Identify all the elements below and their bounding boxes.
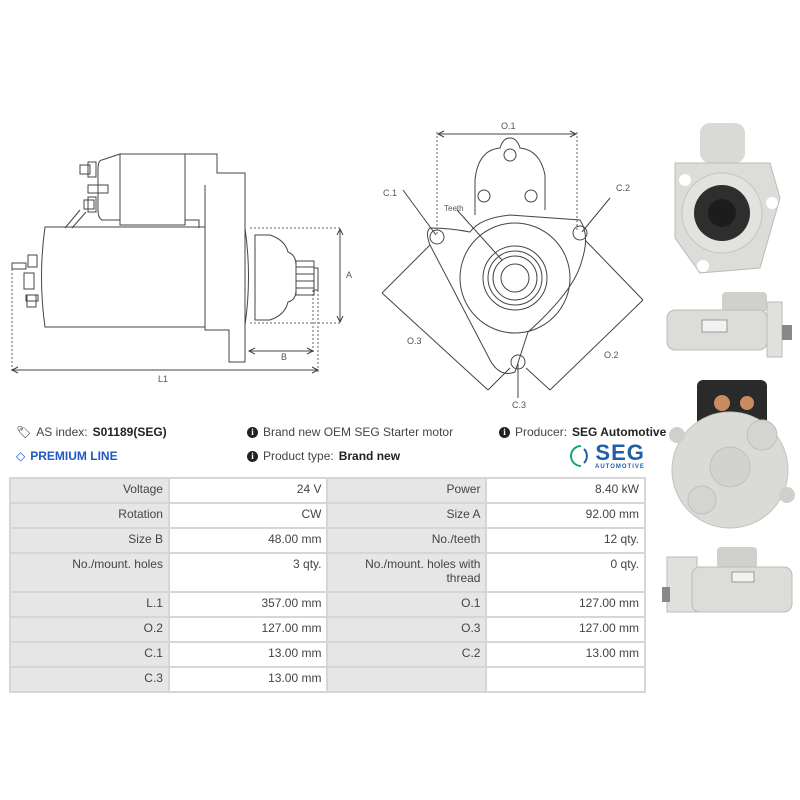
spec-value: 13.00 mm <box>167 666 329 693</box>
spec-key: Voltage <box>9 477 170 504</box>
dimension-label-teeth: Teeth <box>444 204 464 213</box>
spec-value: 0 qty. <box>485 552 646 593</box>
spec-key: C.2 <box>326 641 488 668</box>
front-view-drawing <box>381 130 644 398</box>
dimension-label-c3: C.3 <box>512 400 527 410</box>
producer-label: Producer: <box>515 425 568 439</box>
premium-line-label: PREMIUM LINE <box>30 449 118 463</box>
product-photo-side-1[interactable] <box>662 290 797 360</box>
specifications-table: Voltage 24 V Power 8.40 kW Rotation CW S… <box>9 477 646 693</box>
side-view-drawing <box>10 153 344 374</box>
logo-text-automotive: AUTOMOTIVE <box>595 464 645 470</box>
spec-key: No./mount. holes <box>9 552 170 593</box>
spec-value: 127.00 mm <box>485 591 646 618</box>
spec-value: 357.00 mm <box>167 591 329 618</box>
dimension-label-l1: L1 <box>158 374 169 384</box>
spec-value <box>485 666 646 693</box>
dimension-label-o3: O.3 <box>407 336 422 346</box>
spec-value: 3 qty. <box>167 552 329 593</box>
dimension-label-o2: O.2 <box>604 350 619 360</box>
dimension-label-c1: C.1 <box>383 188 398 198</box>
product-type-label: Product type: <box>263 449 334 463</box>
spec-value: 13.00 mm <box>485 641 646 668</box>
table-row: Size B 48.00 mm No./teeth 12 qty. <box>9 527 646 554</box>
product-photo-side-2[interactable] <box>662 542 797 620</box>
spec-key: C.3 <box>9 666 170 693</box>
as-index-value: S01189(SEG) <box>92 425 167 439</box>
spec-key: Size B <box>9 527 170 554</box>
info-icon: i <box>247 450 258 462</box>
spec-value: 12 qty. <box>485 527 646 554</box>
product-photo-front[interactable] <box>660 118 790 278</box>
spec-value: 8.40 kW <box>485 477 646 504</box>
premium-line-badge: ◇ PREMIUM LINE <box>16 449 118 463</box>
info-icon: i <box>499 426 510 438</box>
spec-key <box>326 666 488 693</box>
table-row: C.1 13.00 mm C.2 13.00 mm <box>9 641 646 668</box>
producer: i Producer: SEG Automotive <box>499 425 666 439</box>
product-description: i Brand new OEM SEG Starter motor <box>247 425 453 439</box>
spec-value: CW <box>167 502 329 529</box>
spec-key: O.2 <box>9 616 170 643</box>
spec-value: 48.00 mm <box>167 527 329 554</box>
spec-key: L.1 <box>9 591 170 618</box>
product-photo-rear[interactable] <box>662 375 797 535</box>
as-index-label: AS index: <box>36 425 88 439</box>
producer-value: SEG Automotive <box>572 425 667 439</box>
product-type-value: Brand new <box>338 449 401 463</box>
spec-value: 92.00 mm <box>485 502 646 529</box>
spec-key: Rotation <box>9 502 170 529</box>
dimension-label-a: A <box>346 270 353 280</box>
spec-value: 24 V <box>167 477 329 504</box>
spec-key: Size A <box>326 502 488 529</box>
table-row: C.3 13.00 mm <box>9 666 646 693</box>
spec-key: O.1 <box>326 591 488 618</box>
spec-key: C.1 <box>9 641 170 668</box>
spec-key: No./mount. holes with thread <box>326 552 488 593</box>
table-row: O.2 127.00 mm O.3 127.00 mm <box>9 616 646 643</box>
spec-key: No./teeth <box>326 527 488 554</box>
seg-ring-icon <box>570 445 588 467</box>
table-row: No./mount. holes 3 qty. No./mount. holes… <box>9 552 646 593</box>
table-row: L.1 357.00 mm O.1 127.00 mm <box>9 591 646 618</box>
diamond-icon: ◇ <box>16 449 26 463</box>
tag-icon: 🏷︎ <box>16 425 32 439</box>
spec-value: 127.00 mm <box>485 616 646 643</box>
info-icon: i <box>247 426 258 438</box>
logo-text-seg: SEG <box>595 440 645 465</box>
spec-key: O.3 <box>326 616 488 643</box>
dimension-label-c2: C.2 <box>616 183 631 193</box>
dimension-label-o1: O.1 <box>501 121 516 131</box>
spec-value: 127.00 mm <box>167 616 329 643</box>
spec-value: 13.00 mm <box>167 641 329 668</box>
as-index: 🏷︎ AS index: S01189(SEG) <box>16 425 167 439</box>
table-row: Voltage 24 V Power 8.40 kW <box>9 477 646 504</box>
table-row: Rotation CW Size A 92.00 mm <box>9 502 646 529</box>
seg-automotive-logo: SEG AUTOMOTIVE <box>565 442 645 470</box>
dimension-label-b: B <box>281 352 288 362</box>
spec-key: Power <box>326 477 488 504</box>
product-type: i Product type: Brand new <box>247 449 400 463</box>
description-text: Brand new OEM SEG Starter motor <box>263 425 454 439</box>
